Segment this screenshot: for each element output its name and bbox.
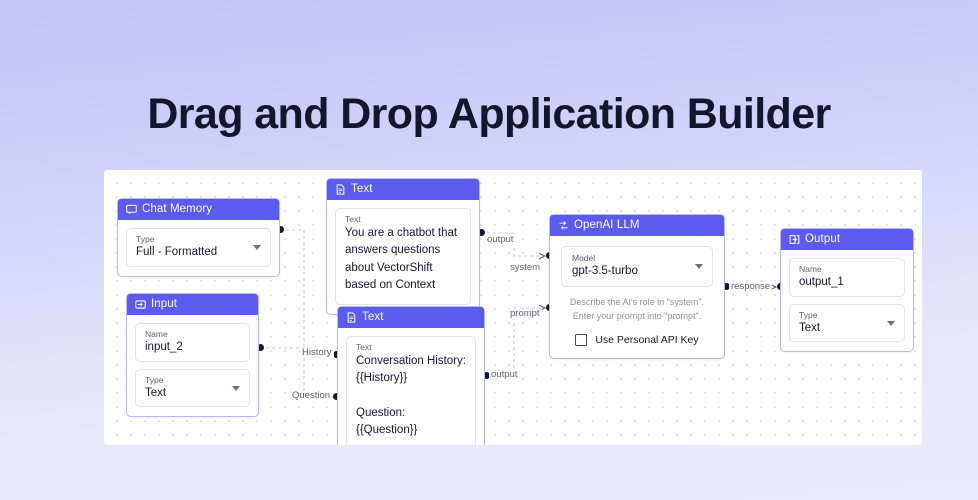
input-name-field[interactable]: Name input_2 [135, 323, 250, 362]
openai-helper-line-2: Enter your prompt into "prompt". [572, 310, 702, 321]
page-title: Drag and Drop Application Builder [147, 90, 831, 138]
openai-helper-line-1: Describe the AI's role in "system". [569, 296, 705, 307]
node-output-title: Output [805, 232, 841, 245]
output-type-value: Text [799, 321, 821, 334]
node-input-title: Input [151, 297, 178, 310]
openai-model-value: gpt-3.5-turbo [572, 265, 638, 278]
node-text-prompt-title: Text [362, 310, 384, 323]
port-text-system-out[interactable] [478, 229, 485, 236]
arrow-into-box-icon [135, 300, 146, 309]
input-name-label: Name [145, 329, 168, 339]
node-chat-memory-header[interactable]: Chat Memory [118, 199, 279, 220]
node-input-header[interactable]: Input [127, 294, 258, 315]
text-system-text-area[interactable]: Text You are a chatbot that answers ques… [335, 208, 471, 306]
edge-label-output-system: output [485, 234, 516, 246]
node-text-system-body: Text You are a chatbot that answers ques… [327, 200, 479, 314]
text-system-text-value: You are a chatbot that answers questions… [345, 227, 458, 291]
node-chat-memory[interactable]: Chat Memory Type Full - Formatted [117, 198, 280, 277]
chevron-down-icon[interactable] [887, 320, 895, 326]
node-openai-llm-body: Model gpt-3.5-turbo Describe the AI's ro… [550, 236, 724, 358]
document-icon [347, 312, 356, 323]
node-output-header[interactable]: Output [781, 229, 913, 250]
node-text-system[interactable]: Text Text You are a chatbot that answers… [326, 178, 480, 316]
text-system-text-label: Text [345, 214, 361, 224]
edge-label-question: Question [290, 390, 333, 402]
output-type-dropdown[interactable]: Type Text [789, 303, 905, 343]
input-type-dropdown[interactable]: Type Text [135, 368, 250, 408]
text-prompt-text-label: Text [356, 342, 372, 352]
output-type-label: Type [799, 309, 818, 320]
port-text-prompt-in-question[interactable] [333, 393, 340, 400]
port-input-out[interactable] [257, 344, 264, 351]
openai-model-dropdown[interactable]: Model gpt-3.5-turbo [561, 246, 713, 287]
chevron-down-icon[interactable] [695, 264, 703, 270]
node-output-body: Name output_1 Type Text [781, 250, 913, 351]
chat-memory-type-label: Type [136, 234, 155, 244]
node-chat-memory-body: Type Full - Formatted [118, 220, 279, 276]
input-type-value: Text [145, 386, 167, 399]
edge-label-history: History [300, 347, 334, 359]
node-openai-llm-title: OpenAI LLM [574, 218, 640, 231]
text-prompt-text-area[interactable]: Text Conversation History: {{History}} Q… [346, 336, 476, 445]
use-personal-api-key-checkbox[interactable] [575, 334, 588, 347]
use-personal-api-key-label: Use Personal API Key [595, 334, 699, 347]
chevron-down-icon[interactable] [232, 385, 240, 391]
node-openai-llm-header[interactable]: OpenAI LLM [550, 215, 724, 236]
output-name-field[interactable]: Name output_1 [789, 258, 905, 297]
input-name-value: input_2 [145, 341, 183, 354]
node-text-prompt-body: Text Conversation History: {{History}} Q… [338, 328, 484, 445]
node-text-prompt[interactable]: Text Text Conversation History: {{Histor… [337, 306, 485, 445]
arrow-out-of-box-icon [789, 235, 800, 244]
node-input-body: Name input_2 Type Text [127, 315, 258, 416]
port-chat-memory-out[interactable] [277, 226, 284, 233]
openai-model-label: Model [572, 253, 596, 263]
pipeline-canvas[interactable]: output system prompt output History Ques… [104, 170, 922, 445]
node-openai-llm[interactable]: OpenAI LLM Model gpt-3.5-turbo Describe … [549, 214, 725, 360]
chevron-down-icon[interactable] [253, 245, 261, 251]
edge-label-response: response [729, 281, 773, 293]
node-text-system-header[interactable]: Text [327, 179, 479, 200]
openai-helper-text: Describe the AI's role in "system". Ente… [561, 296, 713, 324]
node-input[interactable]: Input Name input_2 Type Text [126, 293, 259, 418]
document-icon [336, 184, 345, 195]
output-name-label: Name [799, 264, 822, 274]
openai-api-key-row[interactable]: Use Personal API Key [561, 334, 713, 347]
edge-label-prompt: prompt [508, 308, 542, 320]
transform-arrows-icon [559, 221, 568, 230]
chat-bubble-icon [126, 204, 137, 215]
port-openai-out[interactable] [723, 283, 730, 290]
node-chat-memory-title: Chat Memory [142, 202, 213, 215]
edge-label-output-prompt: output [489, 369, 520, 381]
port-text-prompt-in-history[interactable] [333, 351, 340, 358]
port-text-prompt-out[interactable] [483, 372, 490, 379]
input-type-label: Type [145, 374, 164, 385]
chat-memory-type-value: Full - Formatted [136, 246, 218, 259]
edge-label-system: system [508, 262, 543, 274]
node-text-prompt-header[interactable]: Text [338, 307, 484, 328]
text-prompt-text-value: Conversation History: {{History}} Questi… [356, 355, 466, 437]
output-name-value: output_1 [799, 276, 844, 289]
node-text-system-title: Text [351, 182, 373, 195]
chat-memory-type-dropdown[interactable]: Type Full - Formatted [126, 228, 271, 267]
node-output[interactable]: Output Name output_1 Type Text [780, 228, 914, 353]
